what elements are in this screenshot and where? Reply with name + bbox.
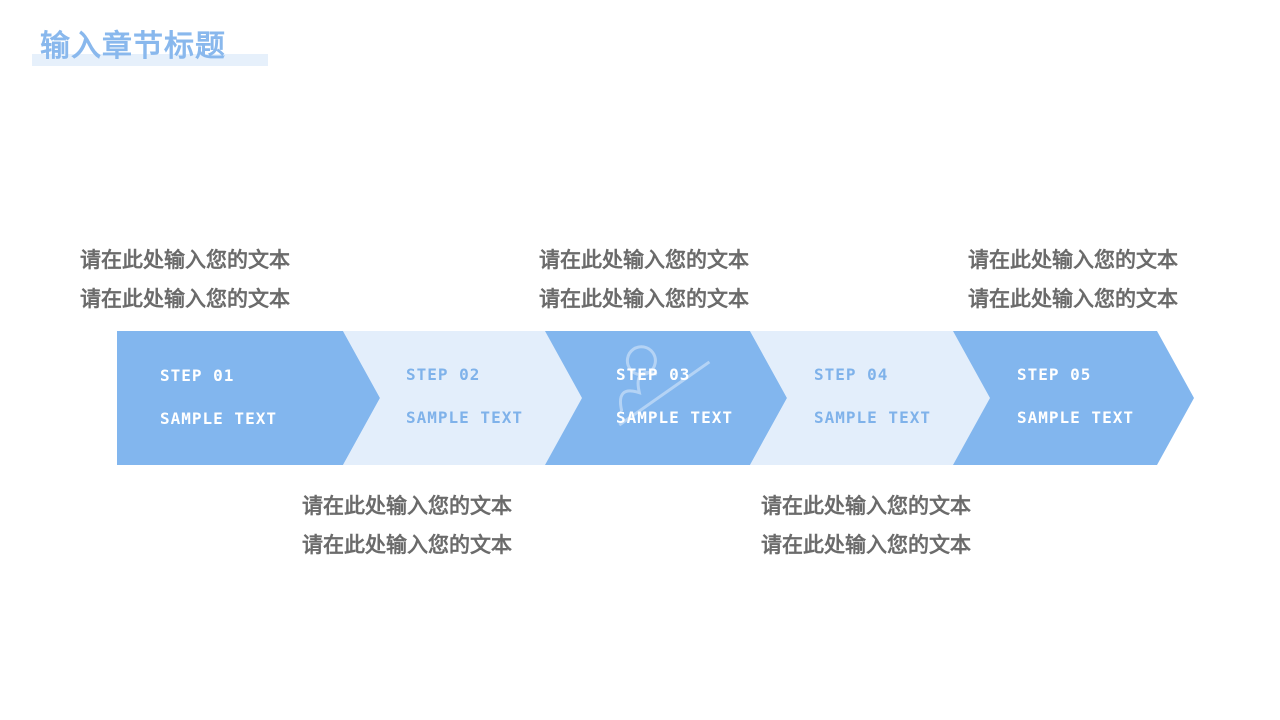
step-3-arrow — [545, 331, 787, 465]
step-3-text: SAMPLE TEXT — [616, 408, 733, 427]
step-2-title: STEP 02 — [406, 365, 481, 384]
step-5-text: SAMPLE TEXT — [1017, 408, 1134, 427]
text-line: 请在此处输入您的文本 — [80, 248, 290, 272]
title-underline — [32, 54, 268, 66]
step-5-title: STEP 05 — [1017, 365, 1092, 384]
page-title: 输入章节标题 — [40, 29, 226, 64]
step-1-title: STEP 01 — [160, 366, 235, 385]
text-block-bottom-left: 请在此处输入您的文本 请在此处输入您的文本 — [302, 487, 562, 565]
step-4-text: SAMPLE TEXT — [814, 408, 931, 427]
text-line: 请在此处输入您的文本 — [539, 248, 749, 272]
text-line: 请在此处输入您的文本 — [302, 494, 512, 518]
text-block-top-left: 请在此处输入您的文本 请在此处输入您的文本 — [80, 241, 340, 319]
text-line: 请在此处输入您的文本 — [761, 533, 971, 557]
text-line: 请在此处输入您的文本 — [80, 287, 290, 311]
step-2-text: SAMPLE TEXT — [406, 408, 523, 427]
text-block-top-center: 请在此处输入您的文本 请在此处输入您的文本 — [539, 241, 799, 319]
text-line: 请在此处输入您的文本 — [302, 533, 512, 557]
text-line: 请在此处输入您的文本 — [968, 248, 1178, 272]
text-block-bottom-right: 请在此处输入您的文本 请在此处输入您的文本 — [761, 487, 1021, 565]
title-group: 输入章节标题 — [32, 26, 268, 70]
step-1-arrow — [117, 331, 380, 465]
step-3-title: STEP 03 — [616, 365, 691, 384]
text-line: 请在此处输入您的文本 — [761, 494, 971, 518]
step-5-arrow — [953, 331, 1194, 465]
step-1-text: SAMPLE TEXT — [160, 409, 277, 428]
text-block-top-right: 请在此处输入您的文本 请在此处输入您的文本 — [968, 241, 1228, 319]
step-4-title: STEP 04 — [814, 365, 889, 384]
text-line: 请在此处输入您的文本 — [539, 287, 749, 311]
step-2-arrow — [343, 331, 582, 465]
step-4-arrow — [750, 331, 990, 465]
text-line: 请在此处输入您的文本 — [968, 287, 1178, 311]
watermark-logo — [618, 345, 711, 427]
